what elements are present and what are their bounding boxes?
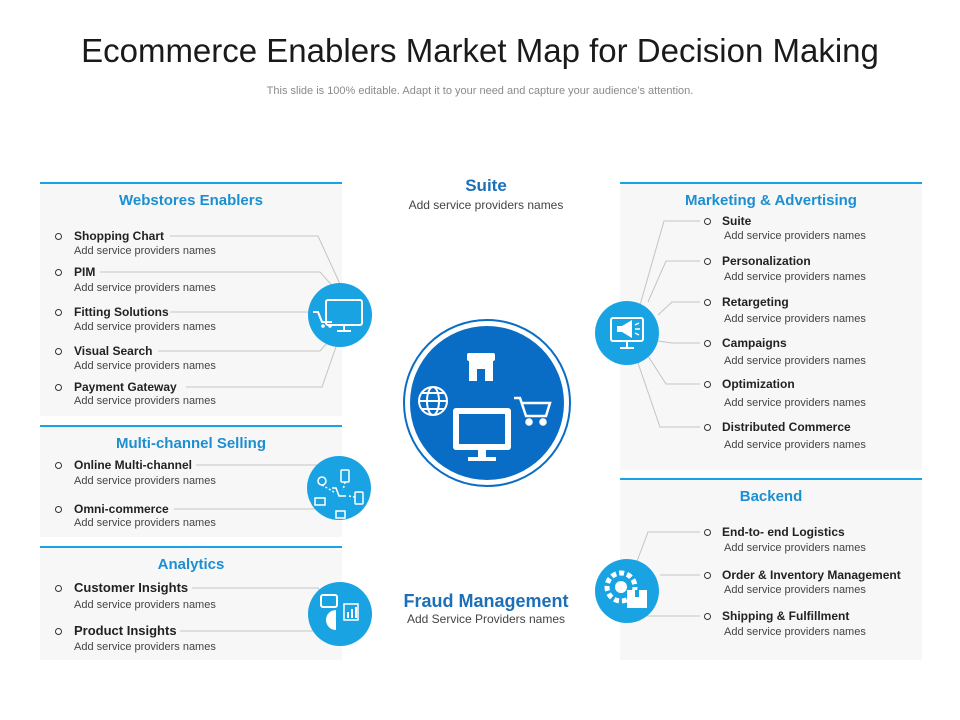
panel-analytics: Analytics [40, 546, 342, 660]
bullet-icon [55, 233, 62, 240]
list-item-sub: Add service providers names [74, 517, 216, 529]
list-item-sub: Add service providers names [74, 321, 216, 333]
list-item-sub: Add service providers names [724, 397, 866, 409]
list-item-sub: Add service providers names [74, 395, 216, 407]
analytics-chart-icon [308, 582, 372, 646]
bullet-icon [704, 613, 711, 620]
monitor-icon [453, 408, 511, 461]
list-item-sub: Add service providers names [74, 475, 216, 487]
list-item: Optimization [722, 377, 795, 391]
list-item: PIM [74, 265, 96, 279]
list-item-sub: Add service providers names [74, 599, 216, 611]
bullet-icon [704, 299, 711, 306]
bullet-icon [55, 309, 62, 316]
omnichannel-icon [307, 456, 371, 520]
panel-webstores-enablers: Webstores Enablers [40, 182, 342, 416]
bullet-icon [704, 529, 711, 536]
list-item-sub: Add service providers names [724, 542, 866, 554]
page-title: Ecommerce Enablers Market Map for Decisi… [81, 32, 879, 69]
list-item-sub: Add service providers names [74, 360, 216, 372]
list-item: Distributed Commerce [722, 420, 851, 434]
list-item: Suite [722, 214, 752, 228]
list-item-sub: Add service providers names [724, 271, 866, 283]
gear-box-icon [595, 559, 659, 623]
list-item: Visual Search [74, 344, 153, 358]
monitor-cart-icon [308, 283, 372, 347]
bullet-icon [55, 585, 62, 592]
list-item-sub: Add service providers names [724, 230, 866, 242]
list-item-sub: Add service providers names [724, 355, 866, 367]
megaphone-monitor-icon [595, 301, 659, 365]
bullet-icon [55, 462, 62, 469]
list-item: Personalization [722, 254, 811, 268]
center-bottom-title: Fraud Management [403, 591, 569, 611]
bullet-icon [55, 384, 62, 391]
cart-icon [514, 396, 552, 426]
panel-title-multichannel: Multi-channel Selling [115, 435, 266, 452]
list-item: Order & Inventory Management [722, 568, 901, 582]
list-item-sub: Add service providers names [74, 282, 216, 294]
list-item: Shopping Chart [74, 229, 164, 243]
list-item: Omni-commerce [74, 502, 169, 516]
panel-multichannel-selling: Multi-channel Selling [40, 425, 342, 537]
list-item: Product Insights [74, 623, 177, 638]
bullet-icon [704, 218, 711, 225]
list-item-sub: Add service providers names [724, 626, 866, 638]
list-item: Payment Gateway [74, 380, 177, 394]
store-icon [467, 353, 495, 381]
center-top-sub: Add service providers names [408, 198, 564, 212]
list-item: Shipping & Fulfillment [722, 609, 850, 623]
page-subtitle: This slide is 100% editable. Adapt it to… [266, 85, 694, 97]
bullet-icon [704, 572, 711, 579]
list-item-sub: Add service providers names [724, 439, 866, 451]
list-item-sub: Add service providers names [74, 641, 216, 653]
center-bottom-sub: Add Service Providers names [406, 612, 566, 626]
list-item: Fitting Solutions [74, 305, 169, 319]
bullet-icon [704, 381, 711, 388]
bullet-icon [55, 269, 62, 276]
list-item-sub: Add service providers names [724, 584, 866, 596]
panel-backend: Backend [620, 478, 922, 660]
list-item-sub: Add service providers names [74, 245, 216, 257]
bullet-icon [704, 258, 711, 265]
list-item: End-to- end Logistics [722, 525, 845, 539]
bullet-icon [55, 628, 62, 635]
list-item: Online Multi-channel [74, 458, 193, 472]
bullet-icon [55, 348, 62, 355]
bullet-icon [704, 424, 711, 431]
list-item: Campaigns [722, 336, 787, 350]
panel-marketing-advertising: Marketing & Advertising [620, 182, 922, 470]
bullet-icon [704, 340, 711, 347]
panel-title-backend: Backend [739, 488, 803, 505]
center-top-title: Suite [465, 176, 507, 195]
panel-title-marketing: Marketing & Advertising [685, 192, 857, 209]
panel-title-webstores: Webstores Enablers [119, 192, 263, 209]
bullet-icon [55, 506, 62, 513]
list-item-sub: Add service providers names [724, 313, 866, 325]
list-item: Customer Insights [74, 580, 189, 595]
panel-title-analytics: Analytics [157, 556, 225, 573]
center-hub [403, 319, 571, 487]
globe-icon [418, 386, 448, 416]
list-item: Retargeting [722, 295, 789, 309]
